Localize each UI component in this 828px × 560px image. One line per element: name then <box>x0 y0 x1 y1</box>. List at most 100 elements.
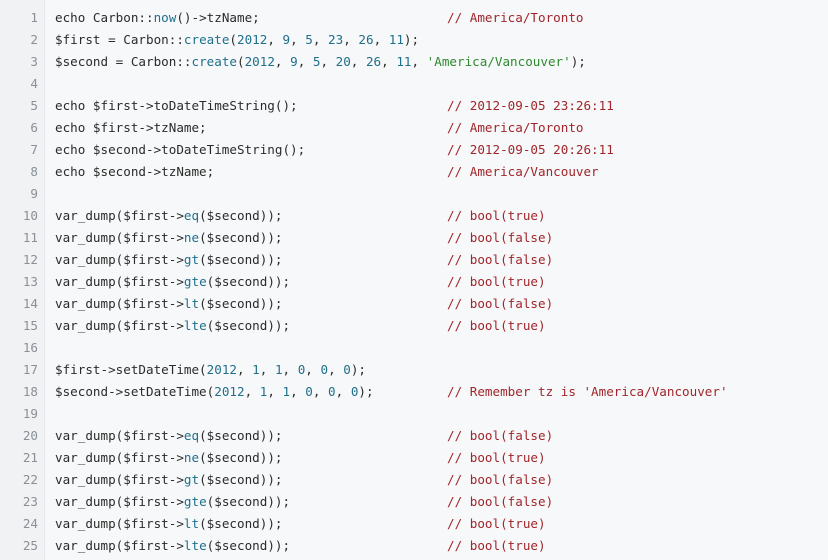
number-token: 0 <box>328 384 336 399</box>
code-token: ($second)); <box>199 472 283 487</box>
code-line: 19 <box>0 403 828 425</box>
code-text: echo $second->tzName; <box>55 161 214 183</box>
function-token: lt <box>183 516 200 531</box>
line-number: 12 <box>22 252 38 267</box>
code-token: ); <box>403 32 420 47</box>
code-token: ($second)); <box>199 230 283 245</box>
code-text: var_dump($first->ne($second)); <box>55 447 282 469</box>
function-token: gt <box>183 472 200 487</box>
number-token: 0 <box>297 362 306 377</box>
number-token: 20 <box>335 54 351 69</box>
code-token: , <box>350 54 366 69</box>
code-token: , <box>312 32 329 47</box>
function-token: create <box>191 54 237 69</box>
code-token: var_dump($first-> <box>55 296 184 311</box>
code-comment: // 2012-09-05 23:26:11 <box>447 98 614 113</box>
code-token: , <box>274 54 291 69</box>
line-number: 11 <box>22 230 38 245</box>
code-token: $second = Carbon:: <box>55 54 192 69</box>
function-token: now <box>153 10 177 25</box>
code-token: echo Carbon:: <box>55 10 154 25</box>
code-token: ($second)); <box>199 428 283 443</box>
number-token: 9 <box>282 32 291 47</box>
code-token: ($second)); <box>199 516 283 531</box>
code-token: , <box>373 32 389 47</box>
code-text: echo $first->toDateTimeString(); <box>55 95 298 117</box>
line-number: 3 <box>30 54 38 69</box>
code-token: , <box>381 54 397 69</box>
code-token: , <box>411 54 427 69</box>
number-token: 1 <box>259 384 268 399</box>
line-number: 13 <box>22 274 38 289</box>
code-text: echo $second->toDateTimeString(); <box>55 139 305 161</box>
code-token: echo $first->toDateTimeString(); <box>55 98 298 113</box>
code-token: ($second)); <box>199 208 283 223</box>
code-token: , <box>244 384 260 399</box>
number-token: 23 <box>328 32 344 47</box>
code-text: echo Carbon::now()->tzName; <box>55 7 260 29</box>
code-comment: // bool(true) <box>447 450 546 465</box>
code-token: ()->tzName; <box>176 10 260 25</box>
number-token: 1 <box>282 384 291 399</box>
number-token: 9 <box>290 54 298 69</box>
code-token: , <box>259 362 275 377</box>
function-token: ne <box>183 450 200 465</box>
line-number: 18 <box>22 384 38 399</box>
line-number: 2 <box>30 32 38 47</box>
number-token: 5 <box>305 32 313 47</box>
code-text: var_dump($first->lt($second)); <box>55 293 282 315</box>
code-comment: // bool(true) <box>447 318 546 333</box>
code-token: , <box>267 32 283 47</box>
line-number: 16 <box>22 340 38 355</box>
code-comment: // America/Vancouver <box>447 164 599 179</box>
function-token: gte <box>183 494 207 509</box>
code-text: var_dump($first->lt($second)); <box>55 513 282 535</box>
code-line: 22 var_dump($first->gt($second)); // bool(… <box>0 469 828 491</box>
line-number: 22 <box>22 472 38 487</box>
function-token: ne <box>183 230 200 245</box>
code-token: var_dump($first-> <box>55 252 184 267</box>
line-number: 20 <box>22 428 38 443</box>
code-token: echo $second->toDateTimeString(); <box>55 142 306 157</box>
number-token: 11 <box>388 32 404 47</box>
code-token: , <box>282 362 298 377</box>
code-token: var_dump($first-> <box>55 472 184 487</box>
code-line: 3$second = Carbon::create(2012, 9, 5, 20… <box>0 51 828 73</box>
number-token: 2012 <box>206 362 237 377</box>
code-token: ($second)); <box>206 318 291 333</box>
code-token: ( <box>229 32 237 47</box>
code-comment: // bool(true) <box>447 208 546 223</box>
function-token: gt <box>183 252 200 267</box>
code-comment: // bool(true) <box>447 274 546 289</box>
code-text: $first = Carbon::create(2012, 9, 5, 23, … <box>55 29 419 51</box>
line-number: 9 <box>30 186 38 201</box>
code-comment: // bool(false) <box>447 472 554 487</box>
code-text: var_dump($first->ne($second)); <box>55 227 282 249</box>
line-number: 25 <box>22 538 38 553</box>
code-token: $second->setDateTime( <box>55 384 215 399</box>
code-token: $first->setDateTime( <box>55 362 207 377</box>
code-token: , <box>312 384 329 399</box>
code-text: var_dump($first->lte($second)); <box>55 315 290 337</box>
code-token: var_dump($first-> <box>55 516 184 531</box>
code-token: , <box>343 32 359 47</box>
code-line: 11 var_dump($first->ne($second)); // bool(… <box>0 227 828 249</box>
code-token: var_dump($first-> <box>55 208 184 223</box>
code-comment: // bool(true) <box>447 516 546 531</box>
code-token: , <box>297 54 313 69</box>
code-token: var_dump($first-> <box>55 318 184 333</box>
code-comment: // bool(false) <box>447 230 554 245</box>
code-token: ($second)); <box>206 494 291 509</box>
line-number: 7 <box>30 142 38 157</box>
code-token: , <box>320 54 336 69</box>
number-token: 0 <box>343 362 351 377</box>
